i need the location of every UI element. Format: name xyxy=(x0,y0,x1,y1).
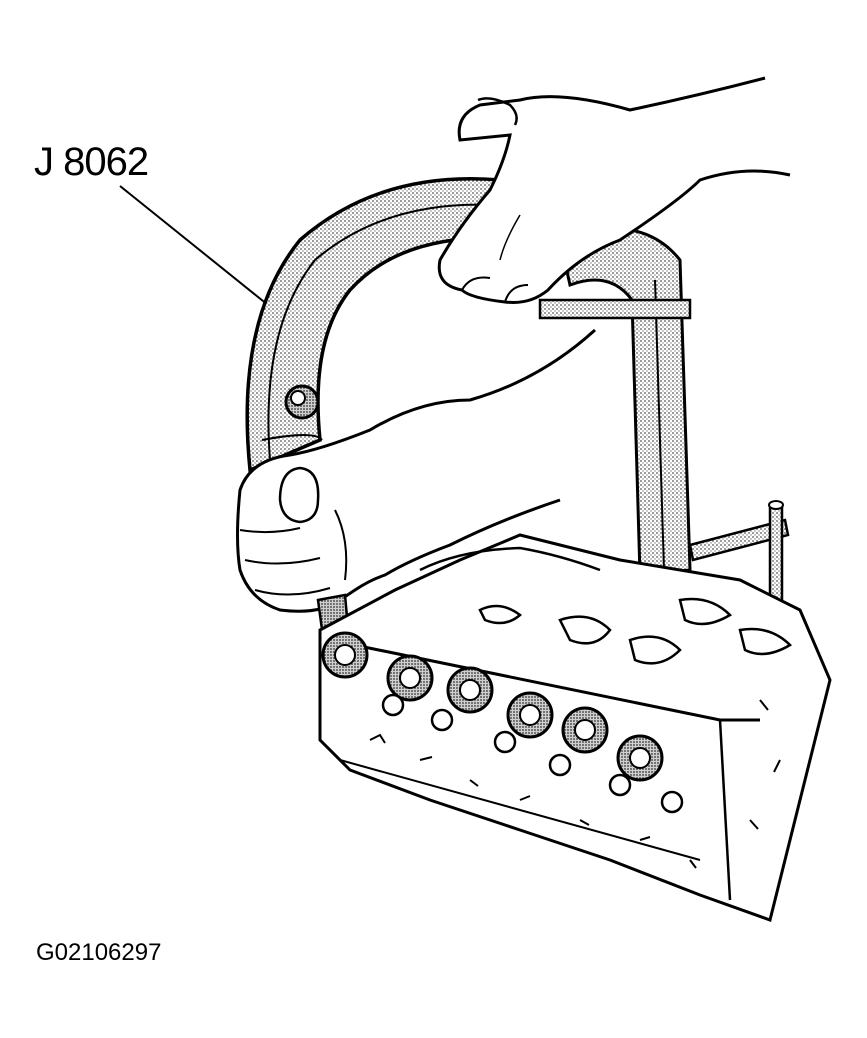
valve-spring xyxy=(506,691,554,739)
valve-springs xyxy=(321,631,664,782)
valve-spring xyxy=(561,706,609,754)
upper-hand xyxy=(437,76,791,304)
compressor-arm xyxy=(245,177,502,473)
valve-spring xyxy=(616,734,664,782)
figure-id: G02106297 xyxy=(36,939,162,966)
leader-line xyxy=(119,185,269,306)
valve-spring xyxy=(446,666,494,714)
valve-spring xyxy=(321,631,369,679)
compressor-rear-frame xyxy=(538,227,790,607)
tool-number-label: J 8062 xyxy=(34,140,149,184)
valve-spring xyxy=(386,654,434,702)
bolt-holes xyxy=(381,693,684,814)
